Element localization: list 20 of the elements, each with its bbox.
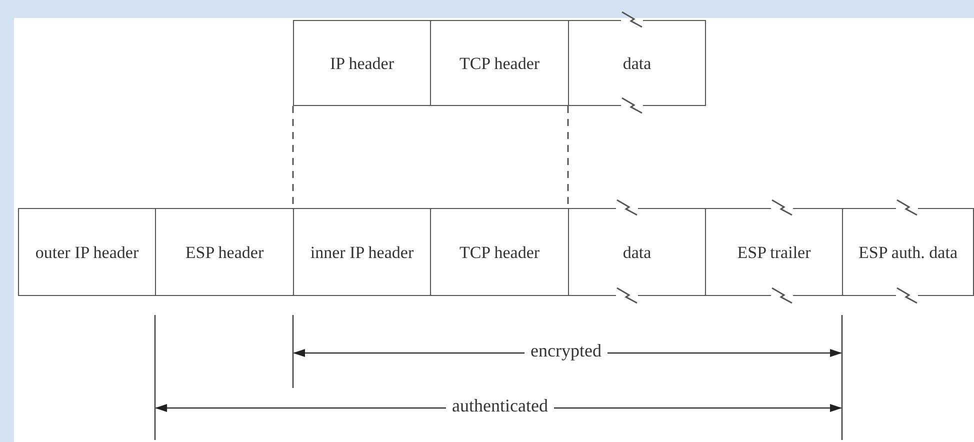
field-label: inner IP header xyxy=(310,242,414,262)
packet-field xyxy=(842,208,974,296)
field-label: ESP header xyxy=(185,242,264,262)
field-label: ESP trailer xyxy=(737,242,811,262)
field-label: data xyxy=(622,52,652,74)
packet-field xyxy=(18,208,156,296)
packet-field xyxy=(568,20,706,106)
packet-field xyxy=(293,20,431,106)
field-label: ESP auth. data xyxy=(858,242,958,262)
packet-field xyxy=(705,208,843,296)
field-label: IP header xyxy=(330,52,394,74)
packet-field xyxy=(568,208,706,296)
field-label: TCP header xyxy=(459,242,540,262)
field-label: outer IP header xyxy=(35,242,139,262)
field-label: data xyxy=(622,242,652,262)
field-label: TCP header xyxy=(459,52,540,74)
packet-field xyxy=(430,208,569,296)
packet-field xyxy=(293,208,431,296)
packet-field xyxy=(155,208,294,296)
packet-field xyxy=(430,20,569,106)
